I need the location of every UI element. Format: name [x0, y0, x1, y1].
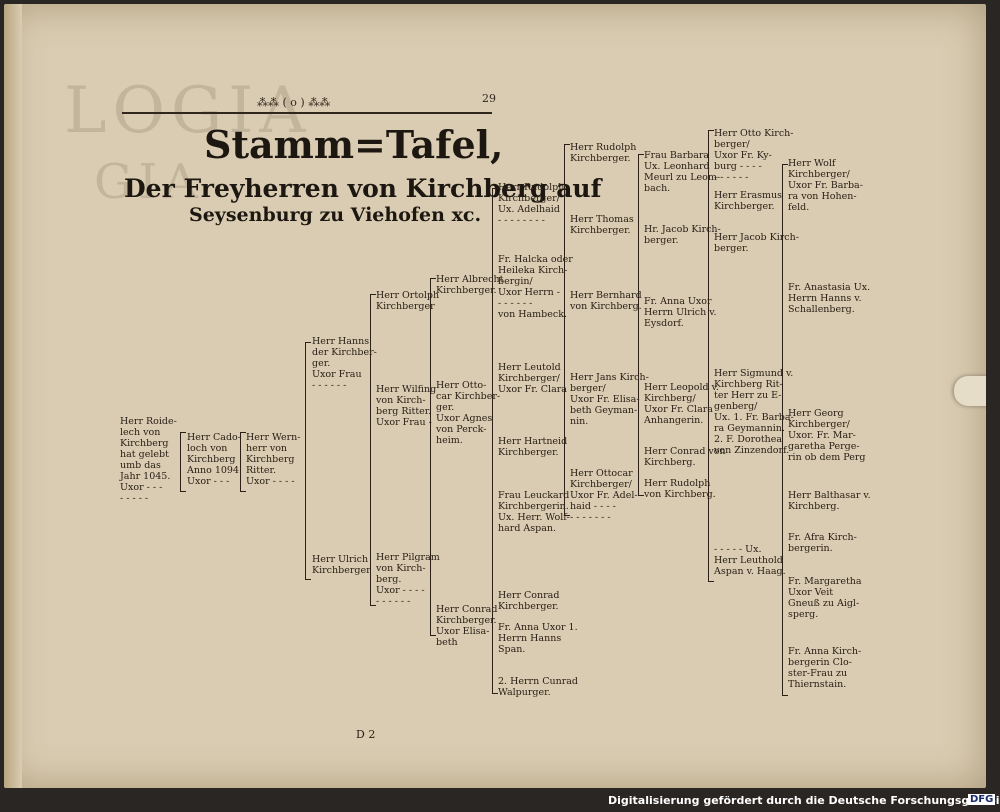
- dfg-logo: DFG: [968, 794, 996, 805]
- page-tab: [954, 376, 986, 406]
- document-page: LOGIA GIA ⁂⁂ ( o ) ⁂⁂ 29 Stamm=Tafel, De…: [4, 4, 986, 788]
- bracket: [638, 154, 644, 496]
- title-line-2: Der Freyherren von Kirchberg auf: [124, 174, 602, 203]
- entry-wernherr: Herr Wern- herr von Kirchberg Ritter. Ux…: [246, 432, 301, 487]
- entry-ottocar-1: Herr Otto- car Kirchber- ger. Uxor Agnes…: [436, 380, 501, 446]
- entry-wilfing: Herr Wilfing von Kirch- berg Ritter. Uxo…: [376, 384, 437, 428]
- bracket: [240, 432, 246, 492]
- entry-sigmund: Herr Sigmund v. Kirchberg Rit- ter Herr …: [714, 368, 794, 456]
- entry-albrecht: Herr Albrecht Kirchberger.: [436, 274, 504, 296]
- bracket: [708, 130, 714, 582]
- entry-bernhard: Herr Bernhard von Kirchberg.: [570, 290, 642, 312]
- bracket: [564, 144, 570, 516]
- bleed-through-text: LOGIA: [64, 74, 312, 148]
- bracket: [430, 278, 436, 636]
- entry-otto: Herr Otto Kirch- berger/ Uxor Fr. Ky- bu…: [714, 128, 794, 183]
- bleed-through-text: GIA: [94, 154, 204, 210]
- entry-jacob-2: Herr Jacob Kirch- berger.: [714, 232, 799, 254]
- entry-leuthold-2: - - - - - Ux. Herr Leuthold Aspan v. Haa…: [714, 544, 786, 577]
- entry-rudolph-2: Herr Rudolph Kirchberger.: [570, 142, 637, 164]
- title-line-3: Seysenburg zu Viehofen xc.: [189, 204, 482, 226]
- header-rule: [122, 112, 492, 114]
- entry-leuckard: Frau Leuckard Kirchbergerin. Ux. Herr. W…: [498, 490, 570, 534]
- entry-barbara-1: Frau Barbara Ux. Leonhard Meurl zu Leom-…: [644, 150, 721, 194]
- bracket: [492, 188, 498, 694]
- entry-anastasia: Fr. Anastasia Ux. Herrn Hanns v. Schalle…: [788, 282, 871, 315]
- title-line-1: Stamm=Tafel,: [204, 122, 504, 167]
- page-gutter: [4, 4, 22, 788]
- entry-cadoloch: Herr Cado- loch von Kirchberg Anno 1094.…: [187, 432, 243, 487]
- entry-anna-3: Fr. Anna Kirch- bergerin Clo- ster-Frau …: [788, 646, 862, 690]
- entry-anna-1: Fr. Anna Uxor 1. Herrn Hanns Span.: [498, 622, 578, 655]
- entry-ortolph: Herr Ortolph Kirchberger: [376, 290, 440, 312]
- entry-anna-2: Fr. Anna Uxor Herrn Ulrich v. Eysdorf.: [644, 296, 717, 329]
- signature-mark: D 2: [356, 728, 376, 741]
- entry-ulrich: Herr Ulrich Kirchberger: [312, 554, 371, 576]
- entry-thomas: Herr Thomas Kirchberger.: [570, 214, 634, 236]
- entry-rudolph-1: Herr Rudolph Kirchberger/ Ux. Adelhaid -…: [498, 182, 565, 226]
- entry-pilgram: Herr Pilgram von Kirch- berg. Uxor - - -…: [376, 552, 440, 607]
- entry-halcka: Fr. Halcka oder Heileka Kirch- bergin/ U…: [498, 254, 573, 320]
- entry-ottocar-2: Herr Ottocar Kirchberger/ Uxor Fr. Adel-…: [570, 468, 638, 523]
- entry-conrad-3: 2. Herrn Cunrad Walpurger.: [498, 676, 579, 698]
- bracket: [305, 342, 311, 580]
- bracket: [370, 294, 376, 606]
- entry-erasmus: Herr Erasmus Kirchberger.: [714, 190, 783, 212]
- entry-jans: Herr Jans Kirch- berger/ Uxor Fr. Elisa-…: [570, 372, 649, 427]
- bracket: [180, 432, 186, 492]
- entry-conrad-1: Herr Conrad Kirchberger. Uxor Elisa- bet…: [436, 604, 498, 648]
- entry-rudolph-3: Herr Rudolph von Kirchberg.: [644, 478, 716, 500]
- page-number: 29: [482, 92, 496, 105]
- entry-balthasar: Herr Balthasar v. Kirchberg.: [788, 490, 871, 512]
- bracket: [782, 164, 788, 696]
- entry-hanns: Herr Hanns der Kirchber- ger. Uxor Frau …: [312, 336, 377, 391]
- entry-leutold-1: Herr Leutold Kirchberger/ Uxor Fr. Clara: [498, 362, 567, 395]
- entry-conrad-2: Herr Conrad Kirchberger.: [498, 590, 560, 612]
- entry-afra: Fr. Afra Kirch- bergerin.: [788, 532, 857, 554]
- entry-roideloch: Herr Roide- lech von Kirchberg hat geleb…: [120, 416, 177, 504]
- entry-leopold: Herr Leopold v. Kirchberg/ Uxor Fr. Clar…: [644, 382, 719, 426]
- footer-credit: Digitalisierung gefördert durch die Deut…: [608, 794, 1000, 807]
- header-ornament: ⁂⁂ ( o ) ⁂⁂: [257, 96, 331, 109]
- entry-georg: Herr Georg Kirchberger/ Uxor. Fr. Mar- g…: [788, 408, 866, 463]
- entry-conrad-4: Herr Conrad von Kirchberg.: [644, 446, 726, 468]
- entry-hartneid: Herr Hartneid Kirchberger.: [498, 436, 568, 458]
- entry-wolf: Herr Wolf Kirchberger/ Uxor Fr. Barba- r…: [788, 158, 863, 213]
- entry-jacob-1: Hr. Jacob Kirch- berger.: [644, 224, 721, 246]
- entry-margaretha: Fr. Margaretha Uxor Veit Gneuß zu Aigl- …: [788, 576, 862, 620]
